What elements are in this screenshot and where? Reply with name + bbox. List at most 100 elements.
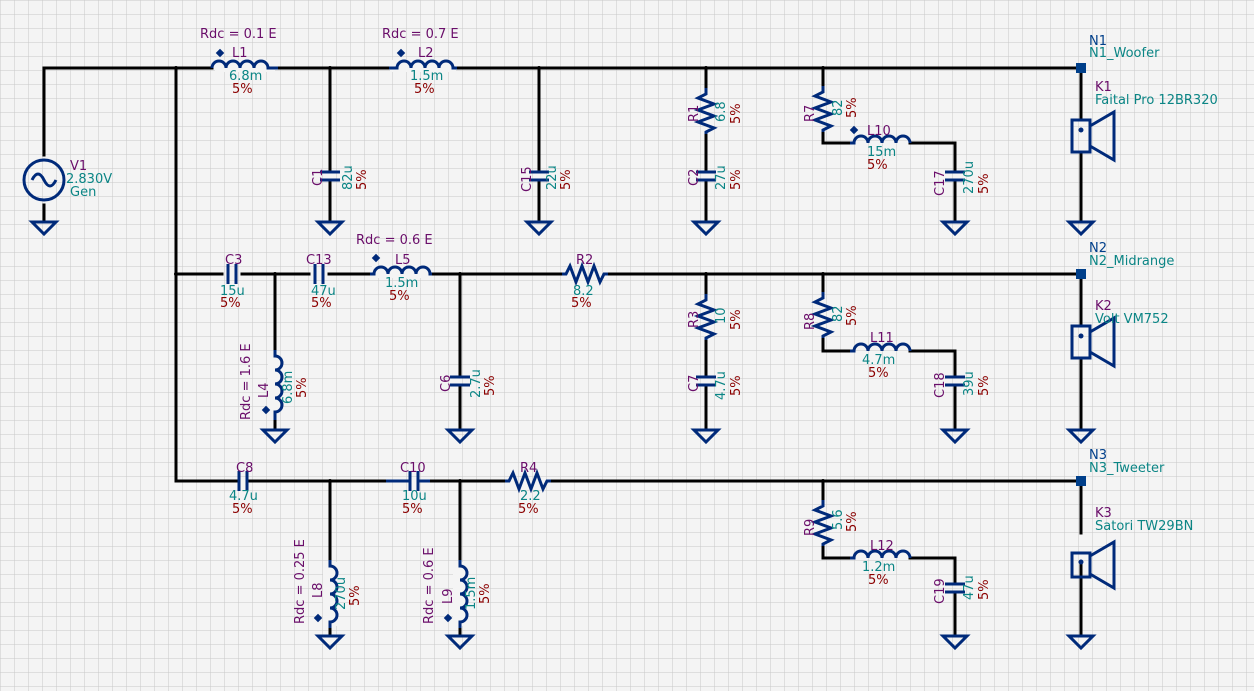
- c1-name: C1: [311, 169, 326, 186]
- sine-wave-icon: [30, 172, 58, 188]
- ground-icon: [939, 634, 971, 651]
- speaker-k3[interactable]: K3 Satori TW29BN: [1070, 506, 1193, 591]
- capacitor-c2[interactable]: C2 27u 5%: [687, 165, 744, 190]
- l1-value: 6.8m: [229, 69, 262, 84]
- capacitor-c19[interactable]: C19 47u 5%: [933, 575, 992, 604]
- resistor-r9[interactable]: R9 5.6 5%: [803, 500, 860, 546]
- inductor-l11[interactable]: L11 4.7m 5%: [850, 331, 912, 381]
- c18-value: 39u: [962, 371, 977, 396]
- capacitor-plates-icon: [529, 170, 549, 182]
- source-name: V1: [70, 159, 87, 174]
- source-value: 2.830V: [66, 172, 112, 187]
- r2-name: R2: [576, 253, 593, 268]
- resistor-r4[interactable]: R4 2.2 5%: [505, 461, 551, 517]
- k2-name: K2: [1095, 299, 1112, 314]
- k2-model: Volt VM752: [1095, 312, 1169, 327]
- l10-tolerance: 5%: [867, 158, 888, 173]
- capacitor-plates-icon: [226, 264, 238, 284]
- inductor-l10[interactable]: L10 15m 5%: [849, 124, 912, 173]
- c18-tolerance: 5%: [977, 375, 992, 396]
- r1-tolerance: 5%: [729, 103, 744, 124]
- inductor-l1[interactable]: Rdc = 0.1 E L1 6.8m 5%: [200, 27, 278, 97]
- resistor-r8[interactable]: R8 82 5%: [803, 292, 860, 338]
- speaker-magnet-icon: [1070, 551, 1092, 579]
- resistor-zigzag-icon: [505, 468, 551, 494]
- capacitor-c7[interactable]: C7 4.7u 5%: [687, 371, 744, 400]
- l5-value: 1.5m: [385, 276, 418, 291]
- capacitor-plates-icon: [450, 375, 470, 387]
- capacitor-plates-icon: [696, 170, 716, 182]
- c2-value: 27u: [714, 165, 729, 190]
- speaker-k2[interactable]: K2 Volt VM752: [1070, 299, 1169, 369]
- c15-name: C15: [520, 166, 535, 192]
- l11-name: L11: [870, 331, 894, 346]
- inductor-l12[interactable]: L12 1.2m 5%: [850, 539, 912, 588]
- node-marker-icon: [1076, 476, 1086, 486]
- capacitor-c8[interactable]: C8 4.7u 5%: [229, 461, 258, 517]
- capacitor-plates-icon: [945, 582, 965, 594]
- l4-rdc: Rdc = 1.6 E: [239, 343, 254, 420]
- polarity-dot-icon: [313, 613, 323, 623]
- capacitor-c10[interactable]: C10 10u 5%: [386, 461, 430, 517]
- c13-tolerance: 5%: [311, 296, 332, 311]
- node-n3[interactable]: N3 N3_Tweeter: [1076, 448, 1165, 486]
- capacitor-c1[interactable]: C1 82u 5%: [311, 165, 370, 190]
- resistor-zigzag-icon: [810, 292, 836, 338]
- c17-tolerance: 5%: [977, 173, 992, 194]
- l12-tolerance: 5%: [868, 573, 889, 588]
- polarity-dot-icon: [261, 405, 271, 415]
- capacitor-c15[interactable]: C15 22u 5%: [520, 165, 574, 192]
- r7-value: 82: [831, 99, 846, 116]
- inductor-l5[interactable]: Rdc = 0.6 E L5 1.5m 5%: [356, 233, 433, 304]
- resistor-r2[interactable]: R2 8.2 5%: [562, 253, 608, 311]
- capacitor-c6[interactable]: C6 2.7u 5%: [439, 369, 498, 398]
- coil-icon: [850, 549, 912, 560]
- node-n2[interactable]: N2 N2_Midrange: [1076, 241, 1174, 279]
- l8-value: 270u: [334, 577, 349, 610]
- speaker-polarity-icon: [1078, 333, 1084, 339]
- polarity-dot-icon: [371, 253, 381, 263]
- node-n1[interactable]: N1 N1_Woofer: [1076, 34, 1160, 73]
- l4-value: 6.8m: [281, 371, 296, 404]
- capacitor-c13[interactable]: C13 47u 5%: [306, 253, 336, 311]
- l11-value: 4.7m: [862, 353, 895, 368]
- capacitor-c3[interactable]: C3 15u 5%: [220, 253, 245, 311]
- l1-tolerance: 5%: [232, 82, 253, 97]
- capacitor-c17[interactable]: C17 270u 5%: [933, 161, 992, 196]
- l10-name: L10: [867, 124, 891, 139]
- c6-tolerance: 5%: [483, 375, 498, 396]
- l2-tolerance: 5%: [414, 82, 435, 97]
- coil-icon: [273, 350, 284, 420]
- inductor-l4[interactable]: Rdc = 1.6 E L4 6.8m 5%: [239, 343, 310, 420]
- inductor-l8[interactable]: Rdc = 0.25 E L8 270u 5%: [293, 539, 363, 628]
- ground-icon: [314, 634, 346, 651]
- r8-tolerance: 5%: [845, 305, 860, 326]
- l12-name: L12: [870, 539, 894, 554]
- r9-name: R9: [803, 519, 818, 536]
- r8-value: 82: [831, 305, 846, 322]
- r4-tolerance: 5%: [518, 502, 539, 517]
- c17-name: C17: [933, 170, 948, 196]
- r8-name: R8: [803, 313, 818, 330]
- ground-icon: [1065, 220, 1097, 237]
- c2-name: C2: [687, 169, 702, 186]
- l2-rdc: Rdc = 0.7 E: [382, 27, 459, 42]
- voltage-source-v1[interactable]: V1 2.830V Gen: [22, 158, 112, 202]
- c3-value: 15u: [220, 284, 245, 299]
- inductor-l9[interactable]: Rdc = 0.6 E L9 1.5m 5%: [422, 547, 493, 628]
- polarity-dot-icon: [443, 613, 453, 623]
- capacitor-c18[interactable]: C18 39u 5%: [933, 371, 992, 398]
- coil-icon: [850, 134, 912, 145]
- resistor-r1[interactable]: R1 6.8 5%: [687, 88, 744, 134]
- inductor-l2[interactable]: Rdc = 0.7 E L2 1.5m 5%: [382, 27, 459, 97]
- resistor-r7[interactable]: R7 82 5%: [803, 86, 860, 132]
- c8-tolerance: 5%: [232, 502, 253, 517]
- coil-icon: [370, 265, 432, 276]
- speaker-cone-icon: [1089, 315, 1116, 369]
- resistor-r3[interactable]: R3 10 5%: [687, 294, 744, 340]
- c3-name: C3: [225, 253, 242, 268]
- speaker-k1[interactable]: K1 Faital Pro 12BR320: [1070, 80, 1218, 163]
- l1-name: L1: [232, 46, 248, 61]
- n2-id: N2: [1089, 241, 1107, 256]
